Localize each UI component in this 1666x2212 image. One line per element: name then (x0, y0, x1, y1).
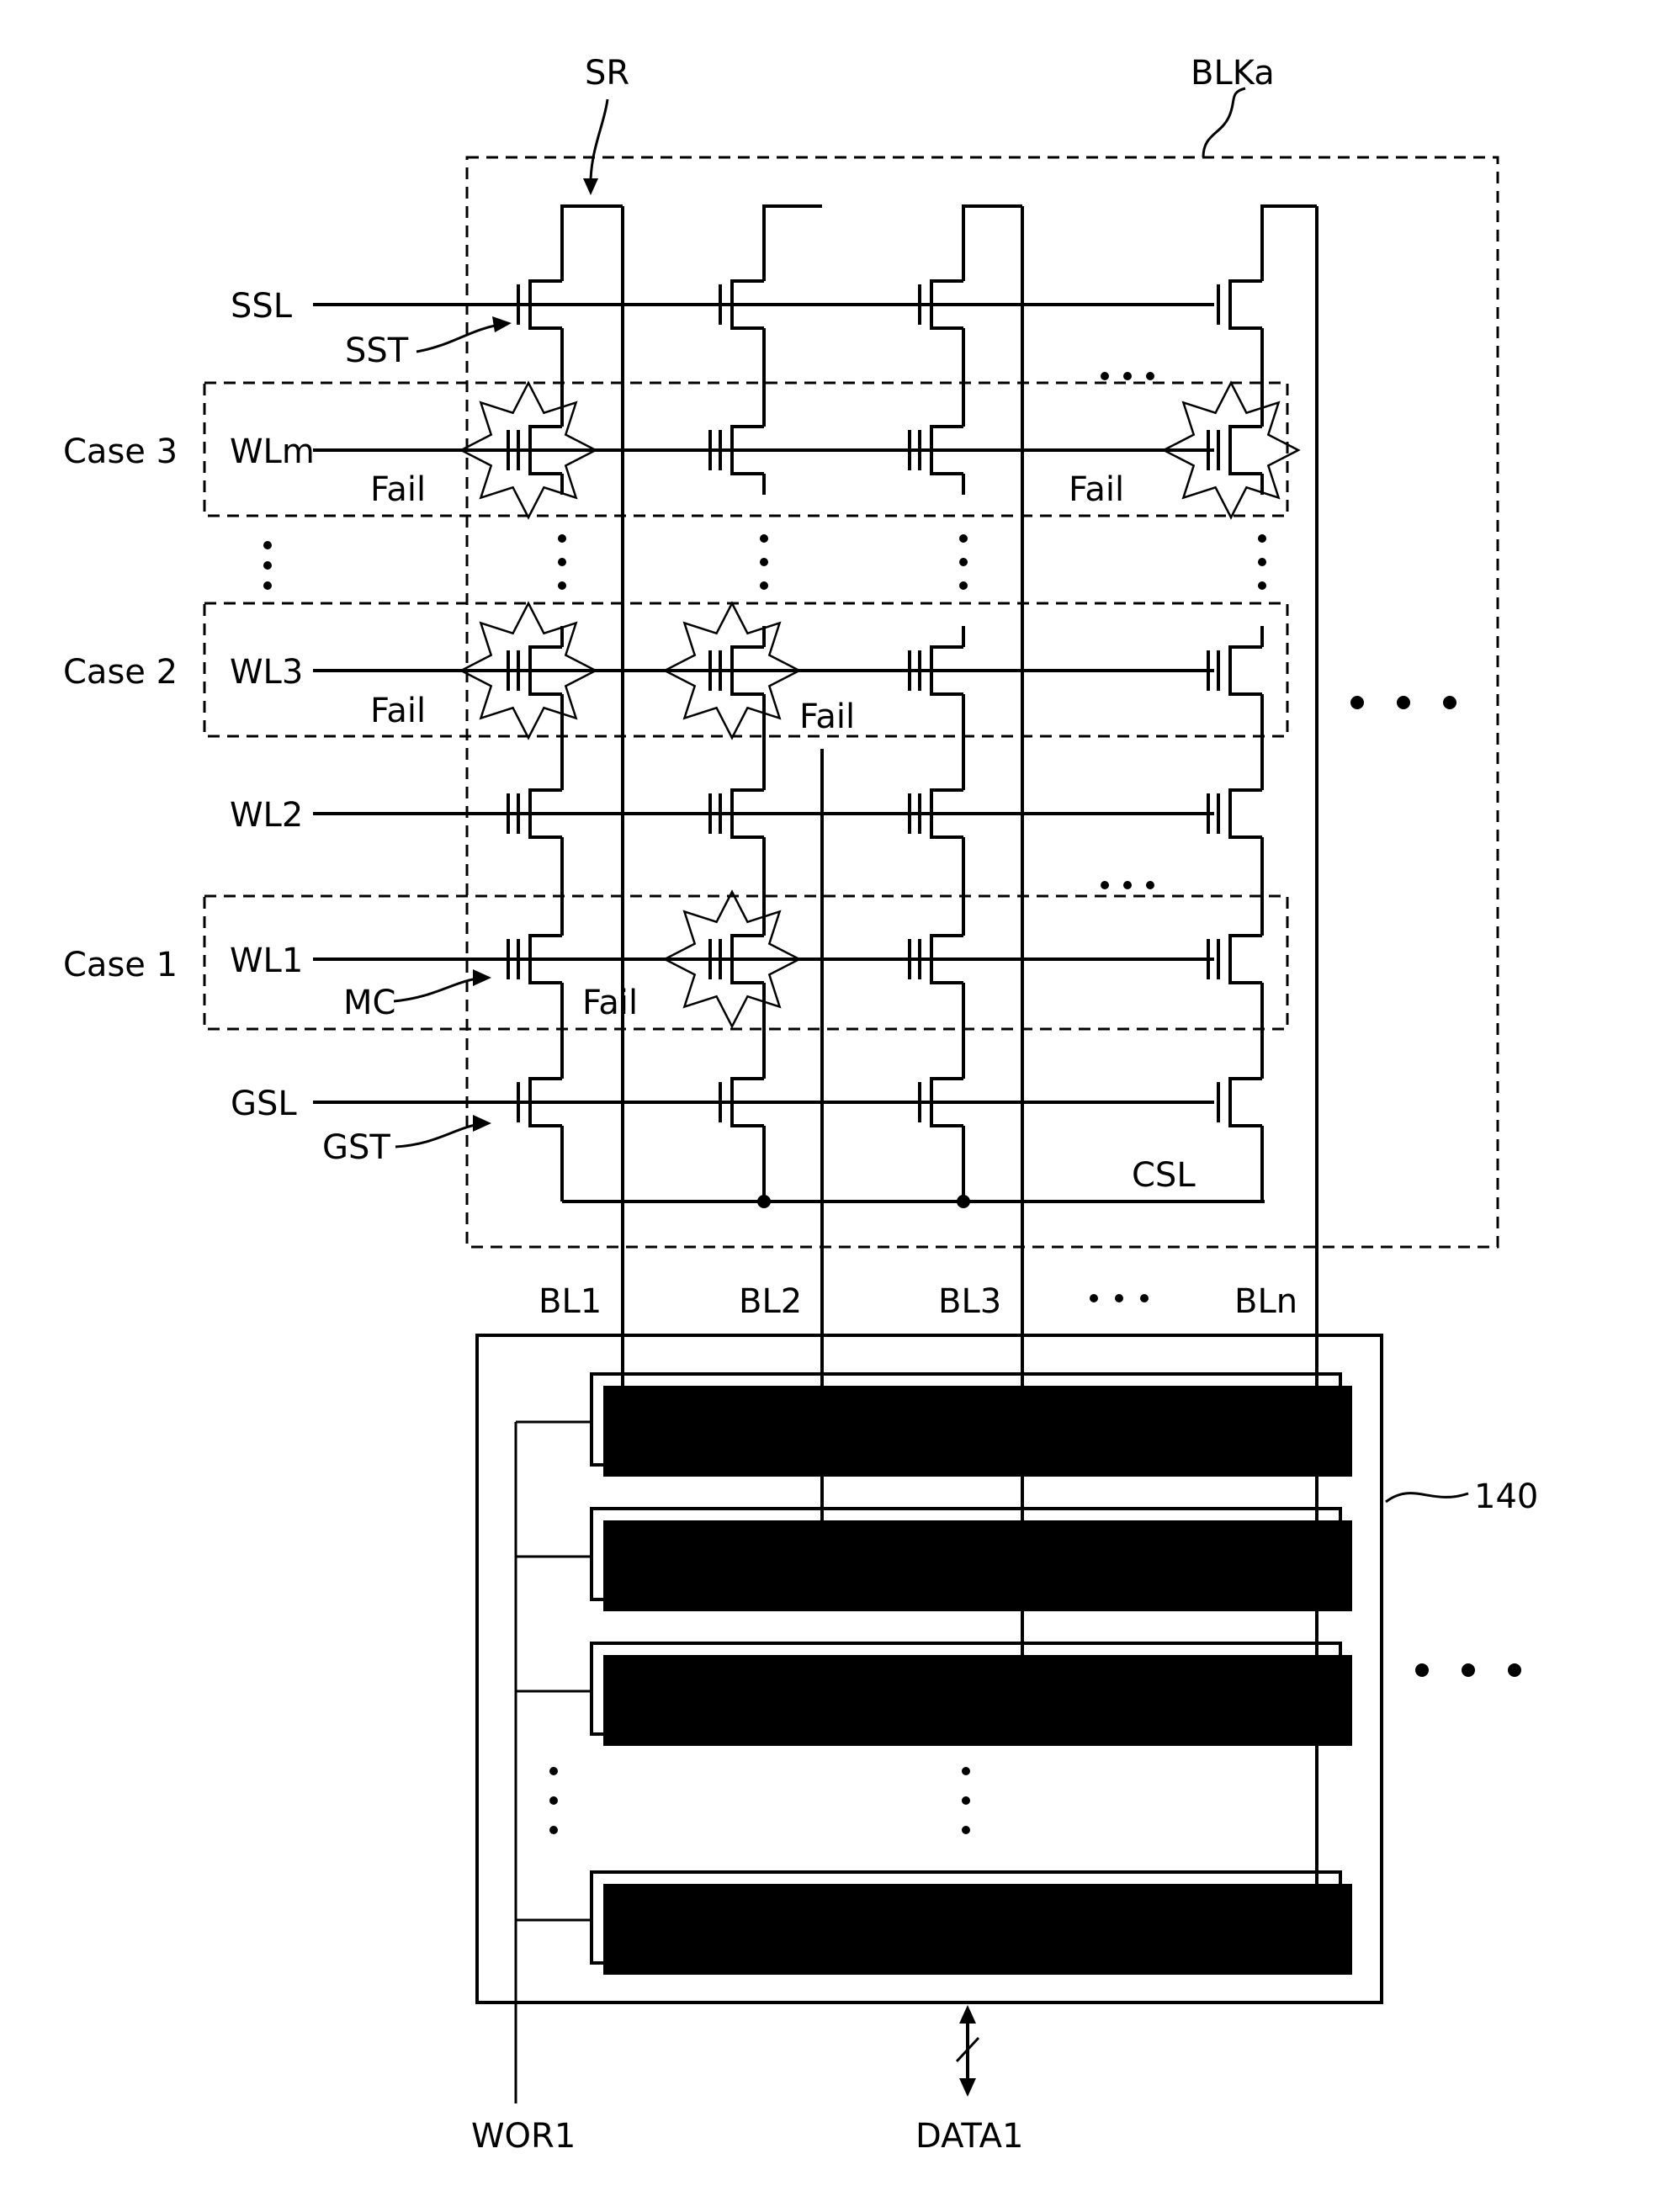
ref-140-label: 140 (1474, 1477, 1538, 1516)
blka-label: BLKa (1191, 54, 1275, 93)
sr-leader (591, 99, 608, 192)
left-vertical-ellipsis (263, 541, 272, 590)
gsl-label: GSL (231, 1085, 297, 1123)
fail-label-wlm-bl1: Fail (370, 470, 426, 509)
wl1-label: WL1 (230, 942, 303, 980)
bitline-label-2: BL2 (739, 1282, 802, 1321)
cell-3-0 (1230, 281, 1262, 328)
page-buffer-pbn: PBn (592, 1872, 1352, 1975)
page-buffer-pb1: PB1 (592, 1374, 1352, 1477)
mc-arrowhead (473, 969, 491, 986)
data1-arrow-up (959, 2005, 976, 2024)
bitline-1-node (614, 1415, 628, 1429)
fail-markers (461, 383, 1298, 1026)
sr-arrowhead (583, 178, 598, 195)
gst-label: GST (322, 1128, 390, 1167)
bitline-2-node (815, 1552, 829, 1565)
wl2-label: WL2 (230, 796, 303, 835)
ref-140-leader (1386, 1493, 1468, 1502)
right-hellipsis-block (1350, 696, 1456, 709)
csl-node-3 (957, 1195, 970, 1208)
pb-left-vellipsis (549, 1767, 558, 1834)
cell-3-2 (1230, 647, 1262, 694)
pb2-label: PB2 (933, 1535, 998, 1573)
mc-label: MC (343, 984, 395, 1022)
bitline-label-n: BLn (1234, 1282, 1297, 1321)
bitline-label-3: BL3 (938, 1282, 1001, 1321)
mc-leader (394, 978, 484, 1001)
data1-arrow-down (959, 2078, 976, 2097)
cell-3-5 (1230, 1079, 1262, 1126)
csl-label: CSL (1132, 1156, 1196, 1195)
fail-label-wl1-bl2: Fail (582, 984, 638, 1022)
pb1-label: PB1 (933, 1400, 998, 1439)
cell-3-1 (1230, 427, 1262, 474)
bitline-3-node (1016, 1686, 1029, 1700)
sr-label: SR (585, 54, 629, 93)
bitline-hellipsis (1090, 1294, 1149, 1302)
ssl-label: SSL (231, 287, 293, 326)
page-buffer-pb3: PB3 (592, 1643, 1352, 1746)
gst-leader (395, 1123, 484, 1147)
gst-arrowhead (473, 1115, 491, 1132)
case1-label: Case 1 (63, 946, 178, 984)
string-bln (1208, 206, 1317, 1201)
bitline-label-1: BL1 (539, 1282, 602, 1321)
block-hellipsis-mid (1101, 881, 1154, 889)
cell-strings (508, 206, 1317, 1201)
block-hellipsis-top (1101, 372, 1154, 380)
cell-3-3 (1230, 790, 1262, 837)
cell-3-4 (1230, 936, 1262, 983)
string-bl3 (910, 206, 1022, 1201)
sst-leader (416, 324, 505, 352)
pb3-label: PB3 (933, 1669, 998, 1708)
sst-arrowhead (492, 316, 512, 332)
csl-node-2 (757, 1195, 771, 1208)
blka-leader (1203, 88, 1245, 157)
wlm-label: WLm (230, 432, 315, 471)
data1-label: DATA1 (915, 2117, 1024, 2156)
fail-label-wlm-bln: Fail (1069, 470, 1124, 509)
fail-label-wl3-bl1: Fail (370, 692, 426, 730)
wl3-label: WL3 (230, 653, 303, 692)
string-bl1 (508, 206, 623, 1201)
wor1-label: WOR1 (471, 2117, 576, 2156)
right-hellipsis-pb (1415, 1663, 1521, 1677)
bitline-n-node (1310, 1913, 1324, 1927)
pb-mid-vellipsis (962, 1767, 970, 1834)
case2-label: Case 2 (63, 653, 178, 692)
fail-label-wl3-bl2: Fail (799, 698, 855, 736)
case3-label: Case 3 (63, 432, 178, 471)
pbn-label: PBn (934, 1898, 999, 1937)
sst-label: SST (345, 332, 409, 370)
page-buffer-pb2: PB2 (592, 1509, 1352, 1611)
